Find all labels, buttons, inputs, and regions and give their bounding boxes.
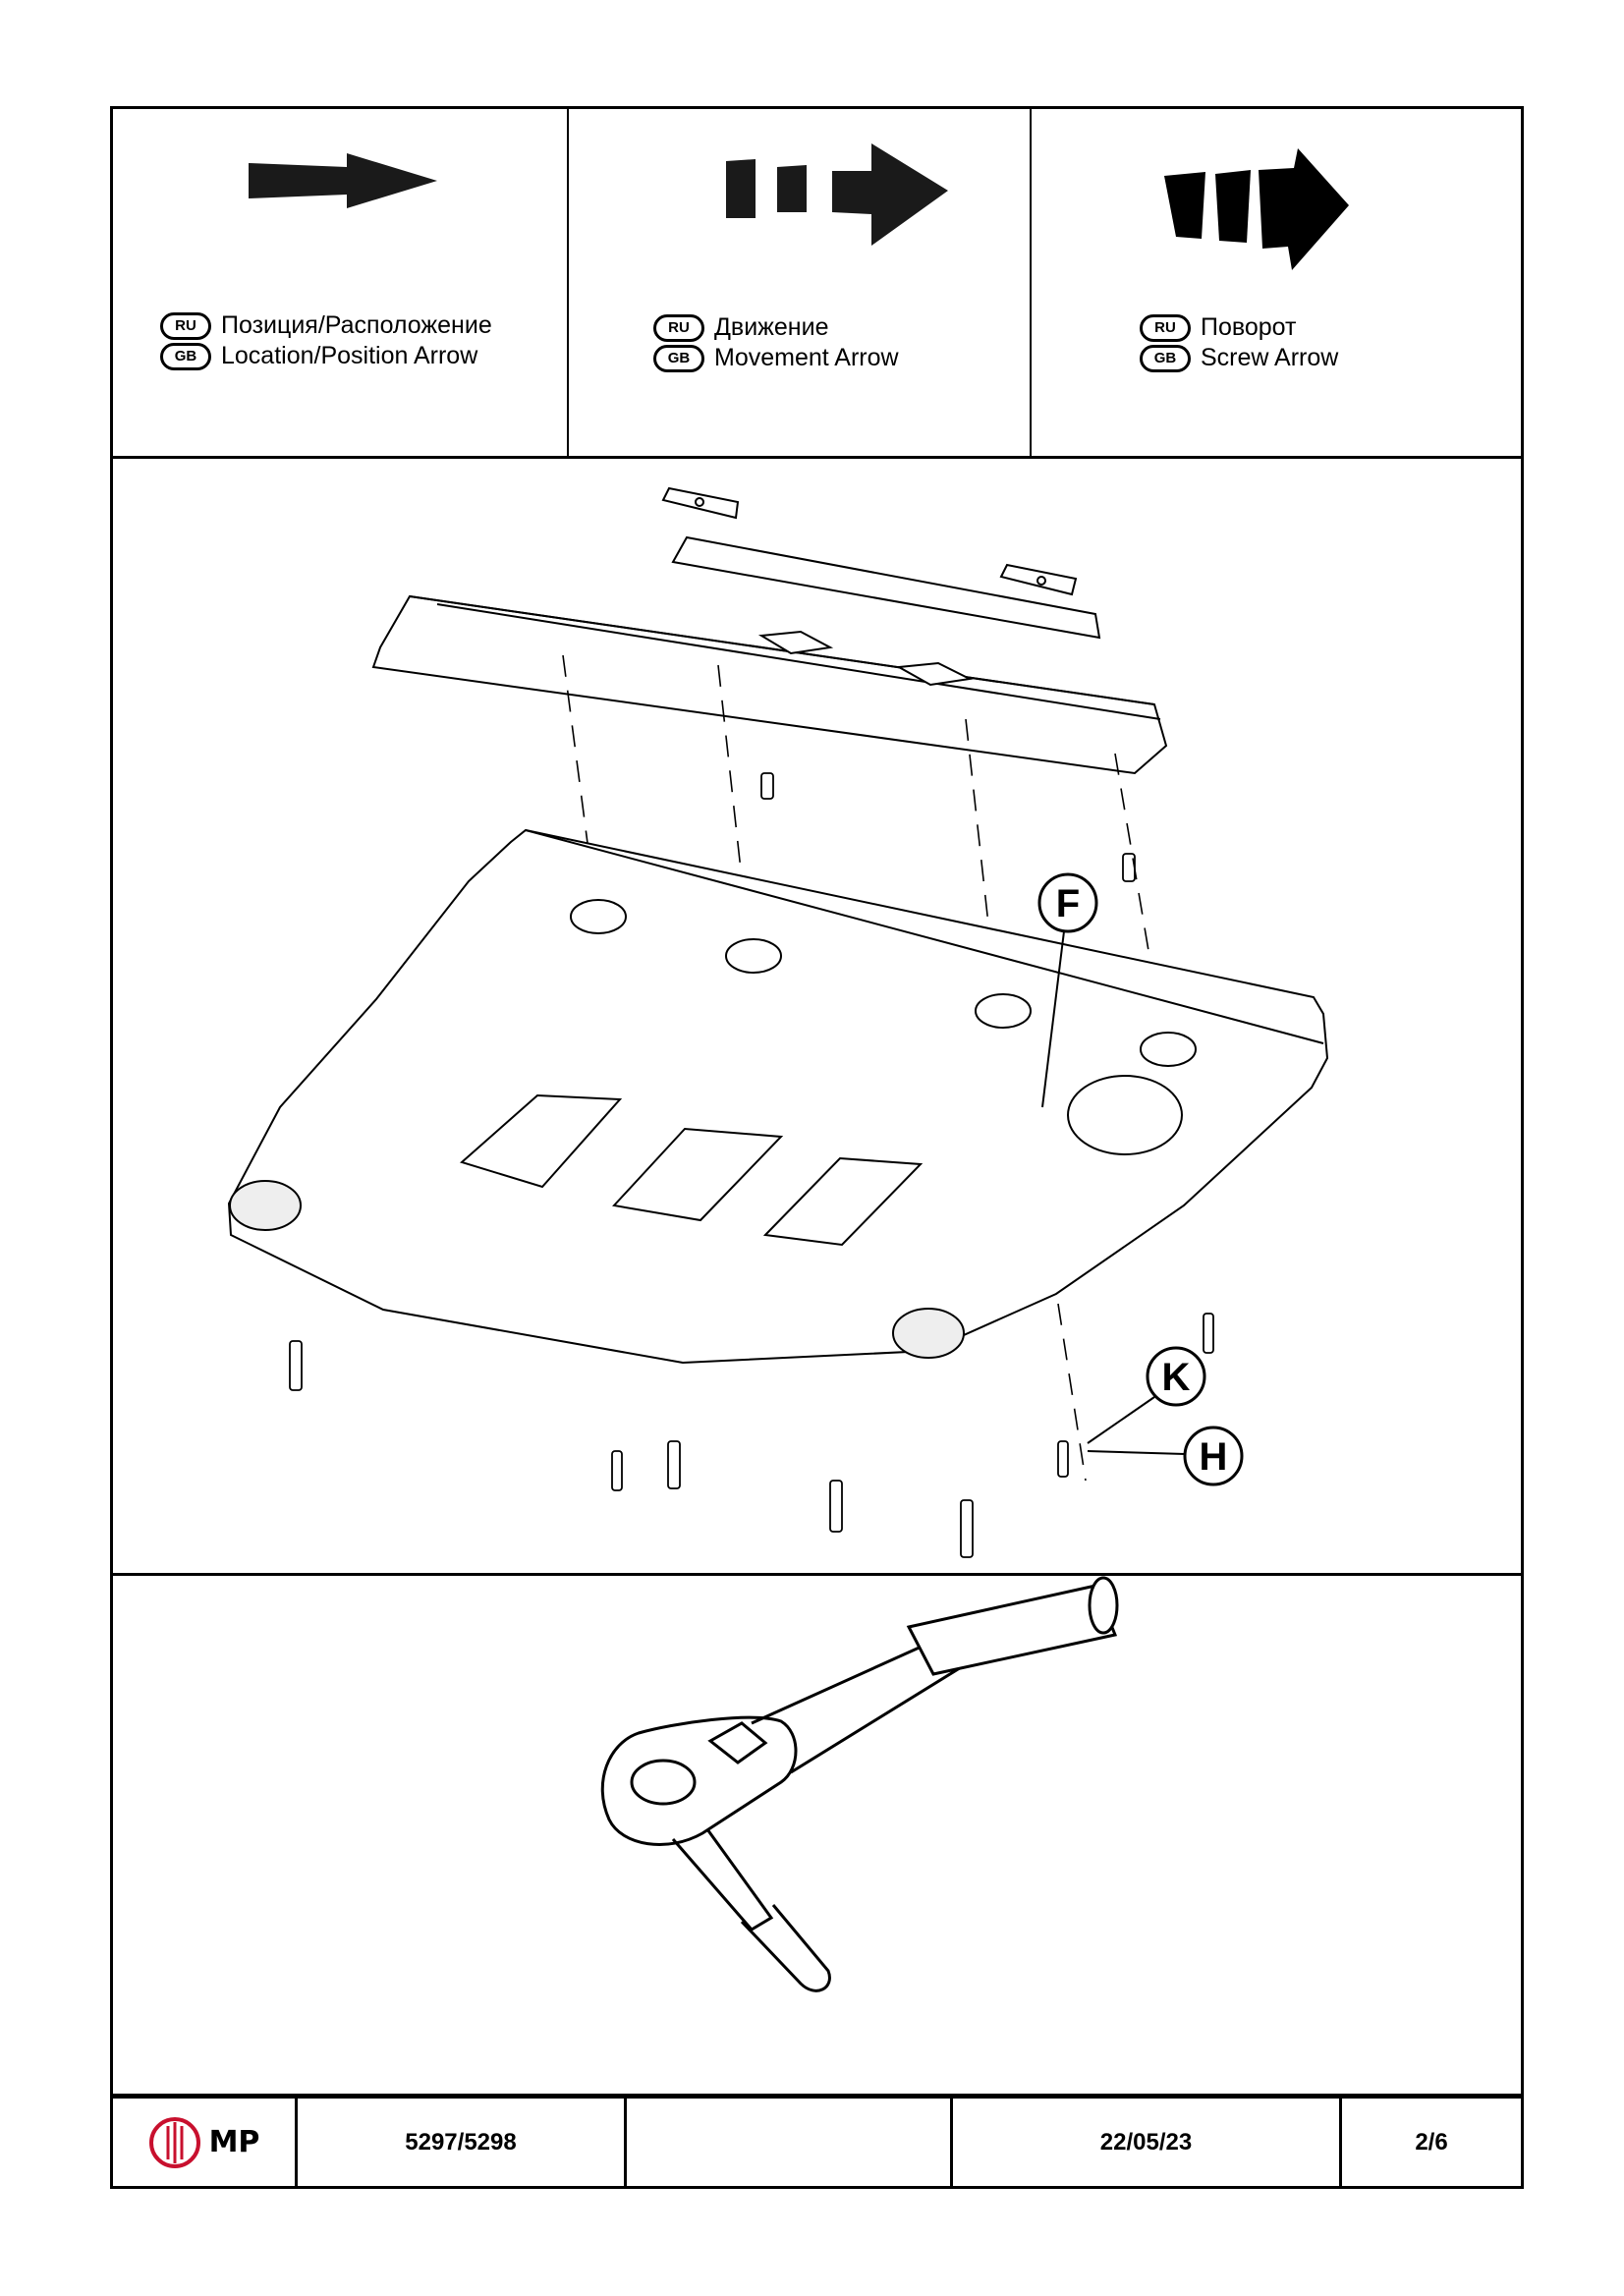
legend-ru-text: Позиция/Расположение <box>221 311 492 339</box>
legend-ru-text: Поворот <box>1201 313 1297 341</box>
movement-arrow-icon <box>726 143 948 246</box>
legend-location: RU Позиция/Расположение GB Location/Positi… <box>113 109 569 456</box>
date: 22/05/23 <box>953 2099 1342 2186</box>
legend-gb-text: Screw Arrow <box>1201 344 1339 371</box>
legend-gb-text: Location/Position Arrow <box>221 342 478 369</box>
svg-text:F: F <box>1056 882 1080 925</box>
ru-badge: RU <box>653 313 704 342</box>
ratchet-icon <box>600 1576 1119 1992</box>
callout-k: K <box>1087 1346 1206 1444</box>
skid-plate <box>227 828 1329 1365</box>
logo: MP <box>113 2099 298 2186</box>
logo-text: MP <box>208 2125 260 2159</box>
gb-badge: GB <box>1140 344 1191 372</box>
legend-gb-text: Movement Arrow <box>714 344 899 371</box>
part-number: 5297/5298 <box>298 2099 627 2186</box>
ru-badge: RU <box>160 311 211 340</box>
page-frame: RU Позиция/Расположение GB Location/Positi… <box>110 106 1524 2189</box>
front-bracket <box>371 535 1168 775</box>
legend-row: RU Позиция/Расположение GB Location/Positi… <box>113 109 1521 459</box>
ratchet-wrench-illustration <box>113 1576 1521 2097</box>
legend-ru-text: Движение <box>714 313 829 341</box>
location-arrow-icon <box>249 153 437 208</box>
mp-logo-icon <box>148 2116 200 2168</box>
gb-badge: GB <box>653 344 704 372</box>
legend-movement: RU Движение GB Movement Arrow <box>569 109 1032 456</box>
svg-text:K: K <box>1162 1356 1191 1399</box>
gb-badge: GB <box>160 342 211 370</box>
ru-badge: RU <box>1140 313 1191 342</box>
page-number: 2/6 <box>1415 2128 1448 2156</box>
callout-f: F <box>1037 872 1098 1108</box>
blank-cell <box>627 2099 953 2186</box>
assembly-diagram: F K H <box>113 459 1521 1576</box>
screw-arrow-icon <box>1164 148 1349 270</box>
callout-h: H <box>1087 1426 1244 1486</box>
title-block: MP 5297/5298 22/05/23 2/6 <box>113 2094 1521 2186</box>
svg-text:H: H <box>1200 1435 1228 1479</box>
legend-screw: RU Поворот GB Screw Arrow <box>1032 109 1521 456</box>
plate-left <box>661 486 740 520</box>
